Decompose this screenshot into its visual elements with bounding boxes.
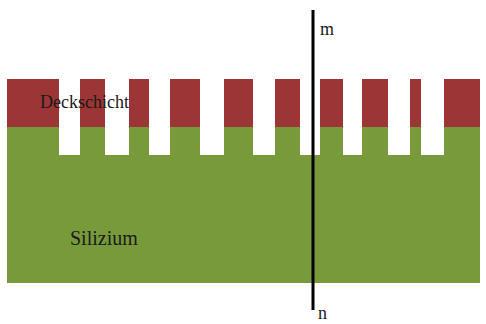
cut-line [312,10,315,310]
cut-label: n [318,304,327,322]
trench [421,79,444,155]
trench [300,79,320,155]
trench [105,79,129,155]
trench [388,79,410,155]
trench [200,79,224,155]
layer-label: Silizium [70,228,138,248]
trench [343,79,362,155]
trench [59,79,80,155]
layer-label: Deckschicht [40,93,129,111]
cut-label: m [320,20,334,38]
trench-group [59,79,444,155]
trench [149,79,170,155]
trench [253,79,275,155]
